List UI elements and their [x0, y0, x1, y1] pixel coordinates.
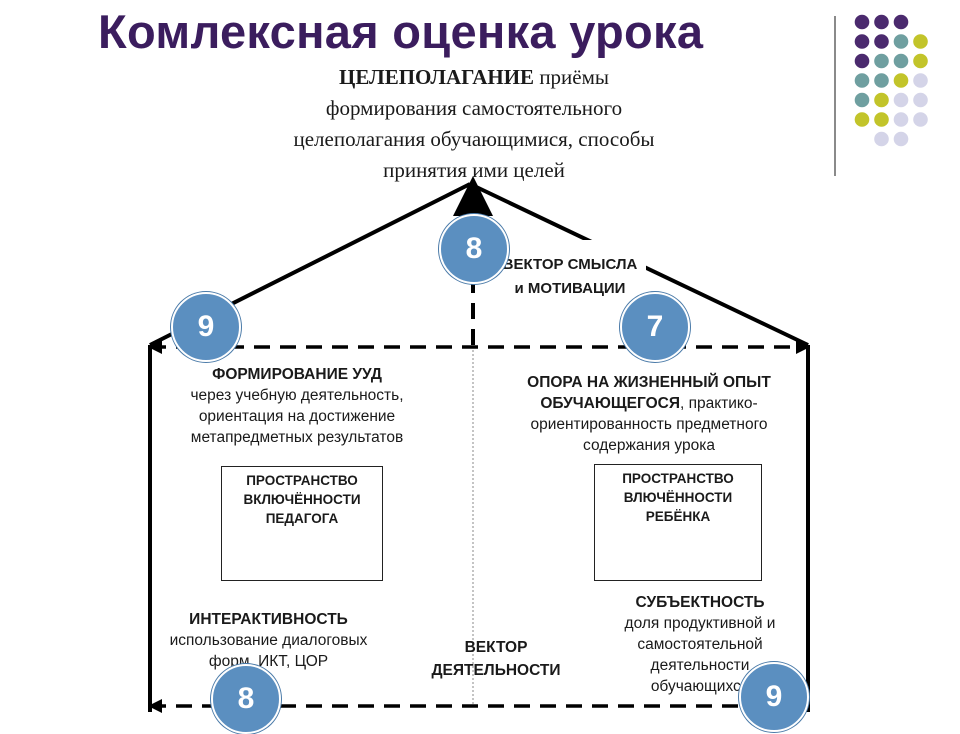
uud-heading: ФОРМИРОВАНИЕ УУД — [212, 366, 382, 383]
badge-top: 8 — [439, 214, 509, 284]
interactivity-text: использование диалоговых форм, ИКТ, ЦОР — [169, 632, 368, 670]
uud-text: через учебную деятельность, ориентация н… — [190, 387, 404, 446]
uud-block: ФОРМИРОВАНИЕ УУД через учебную деятельно… — [162, 364, 432, 448]
decor-dot — [913, 112, 928, 127]
badge-right: 7 — [620, 292, 690, 362]
vector-meaning-label: ВЕКТОР СМЫСЛА и МОТИВАЦИИ — [502, 256, 638, 297]
goal-heading: ЦЕЛЕПОЛАГАНИЕ — [338, 65, 535, 89]
ceiling-arrow-right — [796, 340, 810, 354]
decor-divider — [834, 16, 836, 176]
decor-dot — [874, 112, 889, 127]
decor-dot — [854, 73, 870, 88]
decor-dot — [893, 53, 909, 69]
floor-arrow-left — [148, 699, 162, 713]
badge-left: 9 — [171, 292, 241, 362]
child-space-box: ПРОСТРАНСТВО ВЛЮЧЁННОСТИ РЕБЁНКА — [594, 464, 762, 581]
page-title: Комлексная оценка урока — [98, 5, 704, 58]
vector-activity-label: ВЕКТОР ДЕЯТЕЛЬНОСТИ — [431, 639, 561, 679]
decor-dot — [913, 34, 928, 49]
ceiling-arrow-left — [148, 340, 162, 354]
decor-dot — [854, 53, 870, 69]
badge-bottom-left: 8 — [211, 664, 281, 734]
decor-dot — [893, 112, 909, 127]
decor-dot — [874, 73, 889, 88]
interactivity-heading: ИНТЕРАКТИВНОСТЬ — [189, 611, 348, 628]
decor-dot-grid — [854, 14, 928, 147]
subjectness-text: доля продуктивной и самостоятельной деят… — [624, 615, 776, 695]
decor-dot — [893, 14, 909, 30]
subjectness-block: СУБЪЕКТНОСТЬ доля продуктивной и самосто… — [600, 592, 800, 697]
life-experience-heading: ОПОРА НА ЖИЗНЕННЫЙ ОПЫТ ОБУЧАЮЩЕГОСЯ — [527, 374, 771, 412]
decor-dot — [913, 53, 928, 69]
decor-dot — [913, 73, 928, 88]
decor-dot — [854, 14, 870, 30]
decor-dot — [874, 34, 889, 49]
decor-dot — [874, 14, 889, 30]
decor-dot — [874, 92, 889, 108]
decor-dot — [893, 92, 909, 108]
goal-setting-text: ЦЕЛЕПОЛАГАНИЕ приёмы формирования самост… — [290, 62, 658, 186]
decor-dot — [893, 131, 909, 147]
decor-dot — [913, 92, 928, 108]
decor-dot — [874, 53, 889, 69]
interactivity-block: ИНТЕРАКТИВНОСТЬ использование диалоговых… — [166, 609, 371, 672]
decor-dot — [854, 92, 870, 108]
subjectness-heading: СУБЪЕКТНОСТЬ — [635, 594, 765, 611]
teacher-space-box: ПРОСТРАНСТВО ВКЛЮЧЁННОСТИ ПЕДАГОГА — [221, 466, 383, 581]
decor-dot — [854, 34, 870, 49]
life-experience-text: , практико-ориентированность предметного… — [530, 395, 768, 454]
decor-dot — [893, 34, 909, 49]
decor-dot — [893, 73, 909, 88]
decor-dot — [874, 131, 889, 147]
badge-bottom-right: 9 — [739, 662, 809, 732]
goal-description: приёмы формирования самостоятельного цел… — [293, 65, 655, 182]
life-experience-block: ОПОРА НА ЖИЗНЕННЫЙ ОПЫТ ОБУЧАЮЩЕГОСЯ, пр… — [494, 372, 804, 456]
decor-dot — [854, 112, 870, 127]
